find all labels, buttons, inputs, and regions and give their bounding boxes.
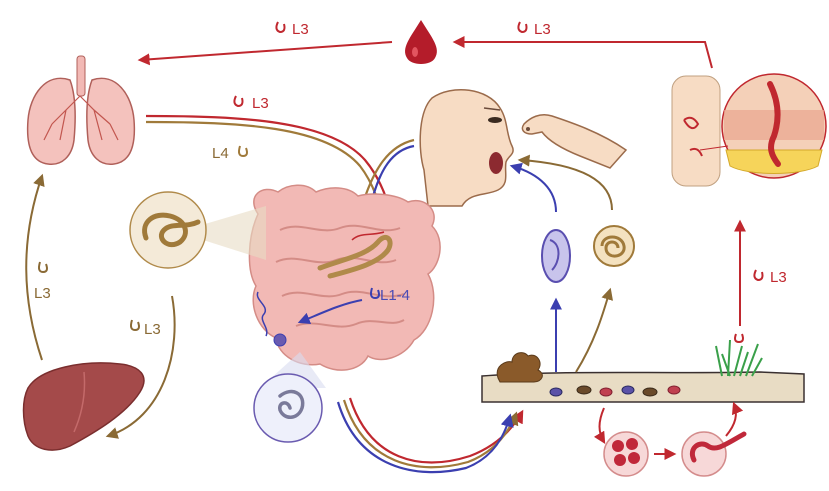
arrow-larva-to-mouth-brown bbox=[520, 160, 612, 210]
larva-icon bbox=[239, 146, 247, 156]
skin-section-icon bbox=[672, 74, 826, 186]
larva-icon bbox=[594, 226, 634, 266]
grass-icon bbox=[716, 340, 762, 376]
hand-icon bbox=[522, 115, 626, 168]
larva-icon bbox=[234, 96, 242, 106]
larva-magnified-icon bbox=[130, 192, 266, 268]
larva-icon bbox=[39, 262, 47, 272]
larva-icon bbox=[518, 22, 526, 32]
blood-drop-icon bbox=[405, 20, 437, 64]
larva-icon bbox=[735, 334, 743, 342]
larva-icon bbox=[682, 432, 744, 476]
arrow-soil-to-egg-red bbox=[600, 408, 605, 442]
label-gut-l1-4: L1-4 bbox=[380, 287, 410, 304]
arrow-soil-to-larva-brown bbox=[576, 290, 610, 372]
egg-magnified-icon bbox=[254, 352, 326, 442]
stool-icon bbox=[497, 353, 542, 382]
label-l4: L4 bbox=[212, 145, 229, 162]
egg-icon bbox=[604, 432, 648, 476]
arrow-skin-to-blood bbox=[455, 42, 712, 68]
larva-icon bbox=[276, 22, 284, 32]
arrow-egg-to-mouth-blue bbox=[512, 166, 556, 212]
label-skin-l3: L3 bbox=[770, 269, 787, 286]
face-icon bbox=[420, 90, 513, 206]
larva-icon bbox=[754, 270, 762, 280]
label-left-l3: L3 bbox=[34, 285, 51, 302]
liver-icon bbox=[24, 363, 144, 450]
label-top-right-l3: L3 bbox=[534, 21, 551, 38]
label-lung-gut-l3: L3 bbox=[252, 95, 269, 112]
path-gut-to-soil-red bbox=[350, 398, 522, 462]
intestine-icon bbox=[249, 185, 440, 370]
label-top-left-l3: L3 bbox=[292, 21, 309, 38]
egg-icon bbox=[542, 230, 570, 282]
label-liver-l3: L3 bbox=[144, 321, 161, 338]
larva-icon bbox=[131, 320, 139, 330]
arrow-blood-to-lungs bbox=[140, 42, 392, 60]
arrow-larva-to-grass-red bbox=[726, 404, 736, 436]
lungs-icon bbox=[28, 56, 135, 164]
